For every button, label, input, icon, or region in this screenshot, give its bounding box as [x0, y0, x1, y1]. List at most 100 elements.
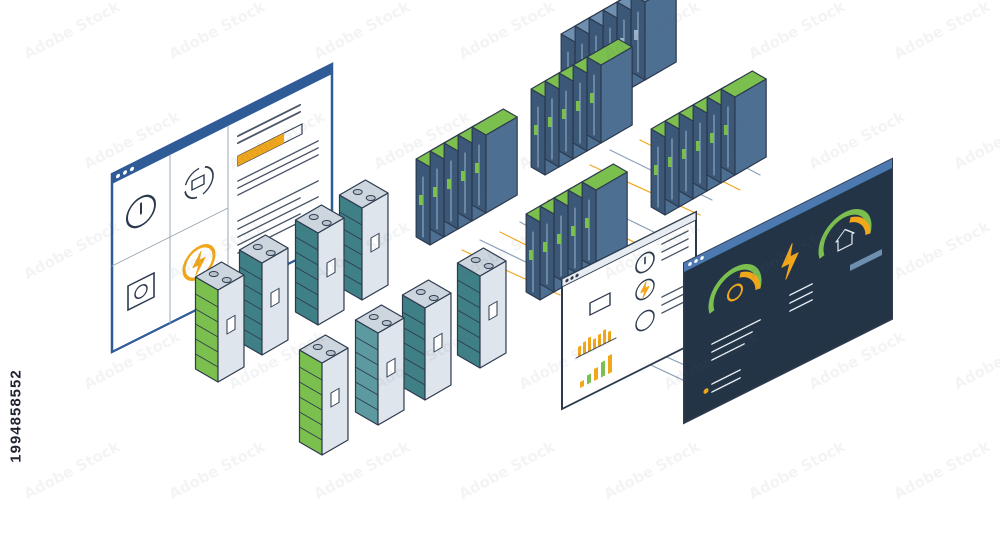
- rack-2-4-light: [576, 101, 580, 111]
- battery-front-4-stripe-5: [299, 366, 323, 381]
- battery-back-3-label: [270, 287, 280, 308]
- bar-chart-bar-3: [588, 336, 591, 352]
- battery-back-1-terminal-2: [365, 195, 376, 201]
- dark-panel-text-7: [711, 369, 741, 385]
- mid-panel-text-6: [661, 300, 687, 314]
- battery-back-3-terminal-2: [265, 250, 276, 256]
- battery-pack-icon: [589, 291, 611, 317]
- left-panel-text-1: [237, 103, 301, 138]
- dark-panel-text-8: [711, 377, 741, 393]
- dark-panel-text-1: [711, 319, 761, 345]
- line-chart-bar-3: [594, 367, 598, 381]
- dark-panel-text-5: [789, 291, 813, 304]
- battery-front-2-stripe-1: [402, 371, 426, 386]
- battery-back-1: [338, 179, 389, 301]
- battery-front-3-stripe-1: [355, 396, 379, 411]
- battery-back-2-stripe-1: [295, 296, 319, 311]
- battery-back-2-stripe-5: [295, 236, 319, 251]
- battery-front-2-top-face: [401, 279, 452, 309]
- left-browser-panel: [110, 62, 334, 354]
- rack-2-1-light: [534, 125, 538, 135]
- line-chart-bar-4: [601, 360, 605, 378]
- bar-chart-bar-4: [593, 338, 596, 350]
- battery-front-3-terminal-2: [381, 320, 392, 326]
- rack-3-4-light: [461, 171, 465, 181]
- rack-5-1-light: [529, 250, 533, 260]
- home-gauge-icon: [818, 209, 872, 259]
- line-chart-bar-5: [608, 354, 612, 374]
- power-gauge-accent: [739, 271, 761, 291]
- dark-panel-dot-2: [694, 258, 698, 264]
- charging-bolt: [192, 250, 206, 276]
- battery-front-3-terminal-1: [368, 314, 379, 320]
- battery-front-2-stripe-5: [402, 311, 426, 326]
- battery-front-1-label: [488, 300, 498, 321]
- mid-panel-text-1: [661, 230, 689, 245]
- battery-front-2-label: [433, 332, 443, 353]
- battery-back-2-terminal-1: [308, 214, 319, 220]
- dark-panel-dot-3: [700, 255, 704, 261]
- rack-3-5: [471, 108, 518, 214]
- battery-back-4-stripe-4: [195, 308, 219, 323]
- battery-back-1-stripe-5: [339, 211, 363, 226]
- line-chart-bar-2: [587, 373, 591, 385]
- battery-back-2-top-face: [294, 204, 345, 234]
- dark-panel-dot-1: [688, 261, 692, 267]
- battery-front-3-stripe-4: [355, 351, 379, 366]
- mid-panel-text-5: [661, 292, 687, 306]
- left-panel-dot-1: [116, 173, 120, 179]
- battery-front-4-top-face: [298, 334, 349, 364]
- battery-front-3-left-face: [354, 319, 379, 426]
- rack-2-3-light: [562, 109, 566, 119]
- battery-back-1-label: [370, 232, 380, 253]
- power-icon: [126, 194, 156, 229]
- battery-front-4: [298, 334, 349, 456]
- mid-panel-skew: [561, 210, 697, 411]
- mid-panel-dot-1: [565, 278, 569, 283]
- rack-5-5-light: [585, 218, 589, 228]
- left-panel-text-6: [237, 180, 319, 222]
- mid-lightning-bolt: [640, 281, 650, 299]
- line-chart-bar-1: [580, 380, 584, 388]
- left-panel-divider-h: [111, 207, 229, 267]
- stock-id-text: 1994858552: [7, 369, 25, 463]
- battery-front-1: [456, 247, 507, 369]
- left-panel-text-4: [237, 147, 319, 189]
- left-panel-progress-fill: [238, 132, 285, 166]
- mid-panel-text-3: [661, 246, 689, 261]
- left-panel-text-2: [237, 110, 301, 145]
- rack-3-5-top-face: [471, 108, 518, 136]
- left-panel-text-3: [237, 140, 319, 182]
- dark-panel-text-2: [711, 331, 753, 353]
- battery-front-4-stripe-4: [299, 381, 323, 396]
- battery-front-2: [401, 279, 452, 401]
- battery-front-3-stripe-5: [355, 336, 379, 351]
- rack-3-2-light: [433, 187, 437, 197]
- dark-lightning-icon: [781, 243, 799, 280]
- left-panel-titlebar: [112, 64, 332, 184]
- rack-1-6: [630, 0, 677, 81]
- battery-back-3-top-face: [238, 234, 289, 264]
- mid-power-icon: [635, 251, 655, 274]
- battery-front-1-stripe-1: [457, 339, 481, 354]
- mid-panel-dot-3: [575, 273, 579, 278]
- rack-3-5-light: [475, 163, 479, 173]
- camera-body: [191, 173, 205, 192]
- mid-panel-dot-2: [570, 276, 574, 280]
- left-panel-dot-2: [123, 170, 127, 175]
- bar-chart-bar-7: [608, 330, 611, 342]
- battery-back-4-stripe-1: [195, 353, 219, 368]
- battery-front-4-left-face: [298, 349, 323, 456]
- rack-4-5-light: [710, 133, 714, 143]
- power-gauge-icon: [708, 264, 762, 314]
- battery-back-3-stripe-5: [239, 266, 263, 281]
- rack-5-5-top-face: [581, 163, 628, 191]
- battery-front-2-stripe-2: [402, 356, 426, 371]
- rack-4-4-light: [696, 141, 700, 151]
- storage-device-icon: [127, 271, 155, 312]
- battery-front-4-stripe-3: [299, 396, 323, 411]
- bar-chart-axis: [575, 337, 617, 359]
- rack-4-2-light: [668, 157, 672, 167]
- rack-2-5-light: [590, 93, 594, 103]
- battery-back-4-terminal-2: [221, 277, 232, 283]
